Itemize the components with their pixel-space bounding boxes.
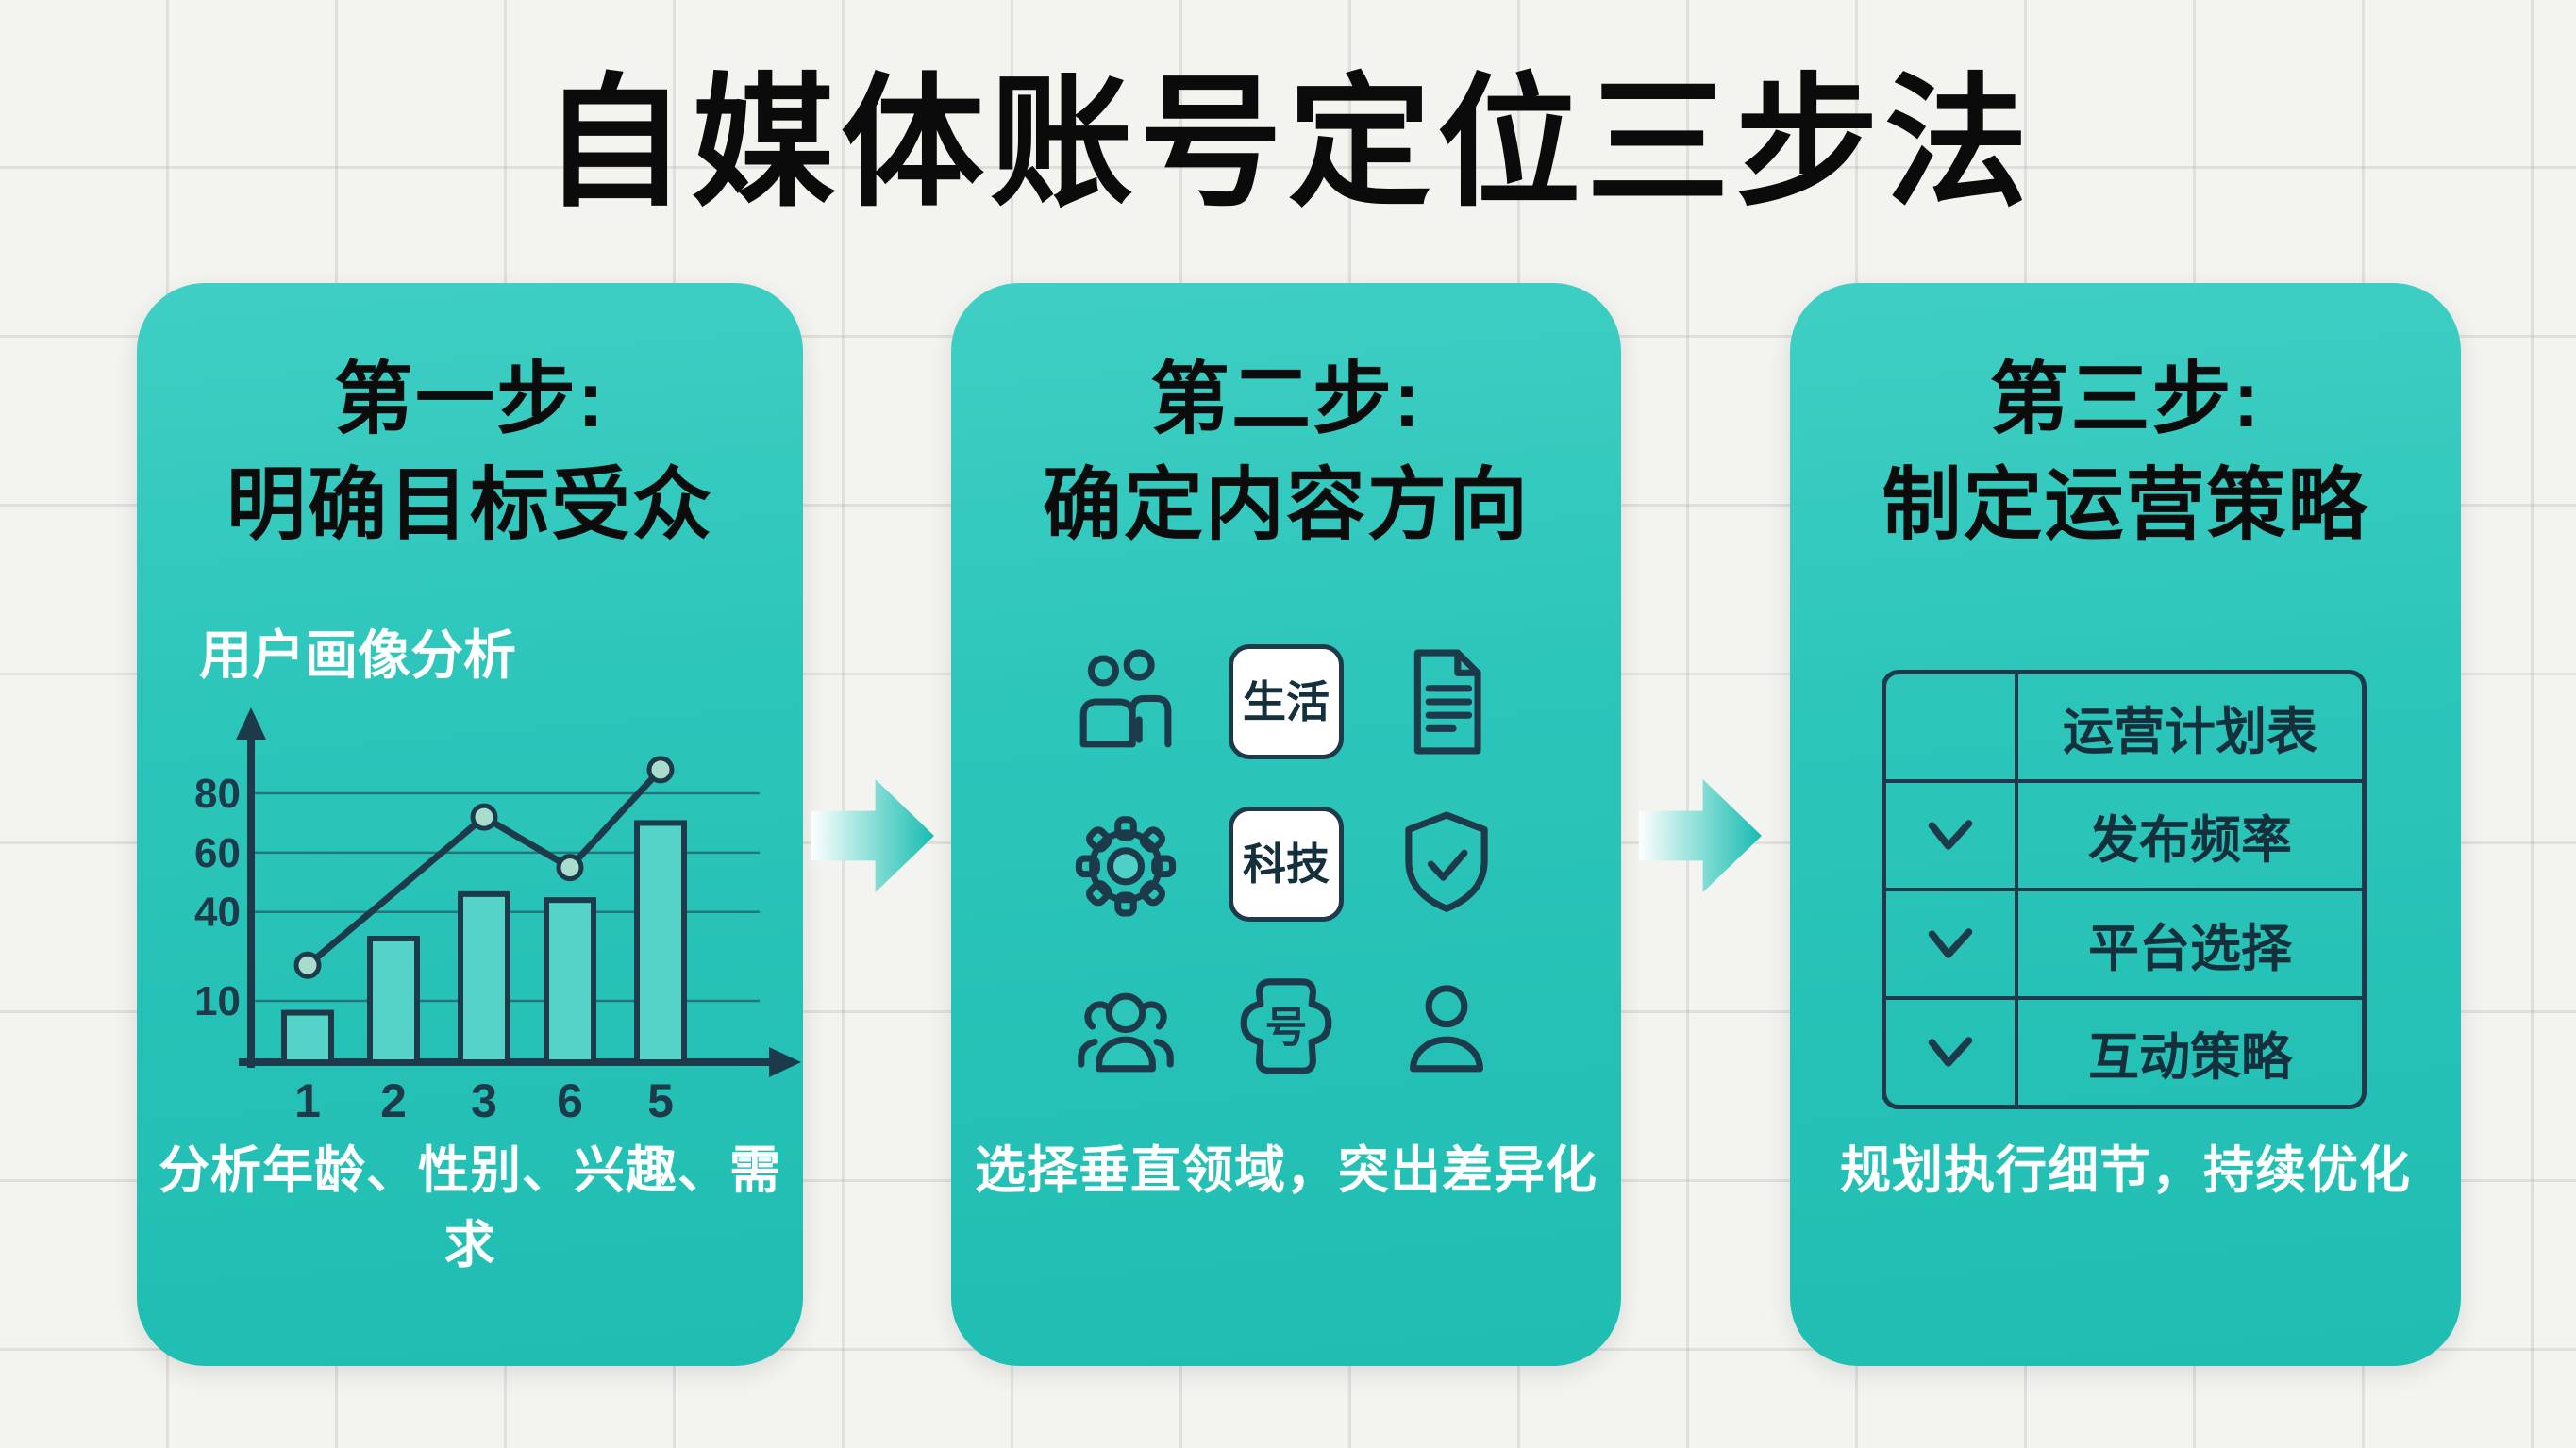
table-row: 平台选择 <box>1886 888 2362 996</box>
svg-text:40: 40 <box>194 890 241 936</box>
table-label-cell: 发布频率 <box>2088 812 2292 869</box>
user-persona-chart: 80 60 40 10 1 2 3 6 5 <box>194 707 801 1127</box>
life-tag-label: 生活 <box>1243 677 1330 726</box>
step2-heading-line2: 确定内容方向 <box>1042 459 1530 549</box>
step2-card: 第二步: 确定内容方向 生活 <box>951 283 1621 1366</box>
check-icon <box>1928 927 1973 958</box>
account-badge-glyph: 号 <box>1265 1004 1308 1052</box>
table-cell-empty <box>1886 674 2018 779</box>
life-tag: 生活 <box>1229 644 1344 759</box>
content-direction-icon-grid: 生活 <box>1045 621 1527 1107</box>
user-group-icon <box>1078 992 1174 1073</box>
table-row: 运营计划表 <box>1886 674 2362 779</box>
check-icon <box>1928 819 1973 850</box>
table-row: 互动策略 <box>1886 996 2362 1105</box>
user-icon <box>1410 985 1483 1073</box>
table-title-cell: 运营计划表 <box>2063 704 2317 760</box>
check-icon <box>1928 1036 1973 1067</box>
svg-text:6: 6 <box>557 1074 583 1127</box>
table-label-cell: 平台选择 <box>2088 921 2292 977</box>
svg-text:5: 5 <box>647 1074 674 1127</box>
gear-icon <box>1075 816 1177 917</box>
svg-text:80: 80 <box>194 771 241 817</box>
svg-text:60: 60 <box>194 830 241 876</box>
step1-heading-line2: 明确目标受众 <box>226 459 713 549</box>
step3-caption: 规划执行细节，持续优化 <box>1840 1142 2411 1199</box>
table-label-cell: 互动策略 <box>2088 1029 2292 1086</box>
step3-heading-line2: 制定运营策略 <box>1882 459 2369 549</box>
svg-text:3: 3 <box>471 1074 497 1127</box>
step1-heading-line1: 第一步: <box>334 355 606 443</box>
table-check-cell <box>1886 783 2018 888</box>
account-badge-icon: 号 <box>1240 978 1332 1074</box>
svg-text:1: 1 <box>294 1074 321 1127</box>
operation-plan-table: 运营计划表 发布频率 平台选择 互动策略 <box>1882 670 2367 1109</box>
step1-caption: 分析年龄、性别、兴趣、需求 <box>159 1142 781 1273</box>
document-icon <box>1413 649 1481 755</box>
flow-arrow-1-icon <box>811 779 934 892</box>
step3-heading-line1: 第三步: <box>1989 355 2262 443</box>
page-title: 自媒体账号定位三步法 <box>543 63 2033 224</box>
two-users-icon <box>1079 649 1172 748</box>
step3-card: 第三步: 制定运营策略 运营计划表 发布频率 平台选择 <box>1790 283 2461 1366</box>
step2-caption: 选择垂直领域，突出差异化 <box>975 1142 1597 1199</box>
tech-tag: 科技 <box>1229 807 1344 922</box>
chart-label: 用户画像分析 <box>199 625 516 685</box>
step2-heading: 第二步: 确定内容方向 <box>951 347 1621 558</box>
step1-card: 第一步: 明确目标受众 用户画像分析 80 60 40 10 1 2 3 6 5 分析年龄、性别… <box>137 283 803 1366</box>
flow-arrow-2-icon <box>1639 779 1762 892</box>
svg-text:2: 2 <box>380 1074 407 1127</box>
step3-heading: 第三步: 制定运营策略 <box>1790 347 2461 558</box>
svg-text:10: 10 <box>194 978 241 1024</box>
table-check-cell <box>1886 891 2018 996</box>
step2-heading-line1: 第二步: <box>1150 355 1422 443</box>
table-check-cell <box>1886 1000 2018 1105</box>
tech-tag-label: 科技 <box>1243 840 1330 889</box>
table-row: 发布频率 <box>1886 779 2362 888</box>
step1-heading: 第一步: 明确目标受众 <box>137 347 803 558</box>
shield-check-icon <box>1405 811 1488 912</box>
